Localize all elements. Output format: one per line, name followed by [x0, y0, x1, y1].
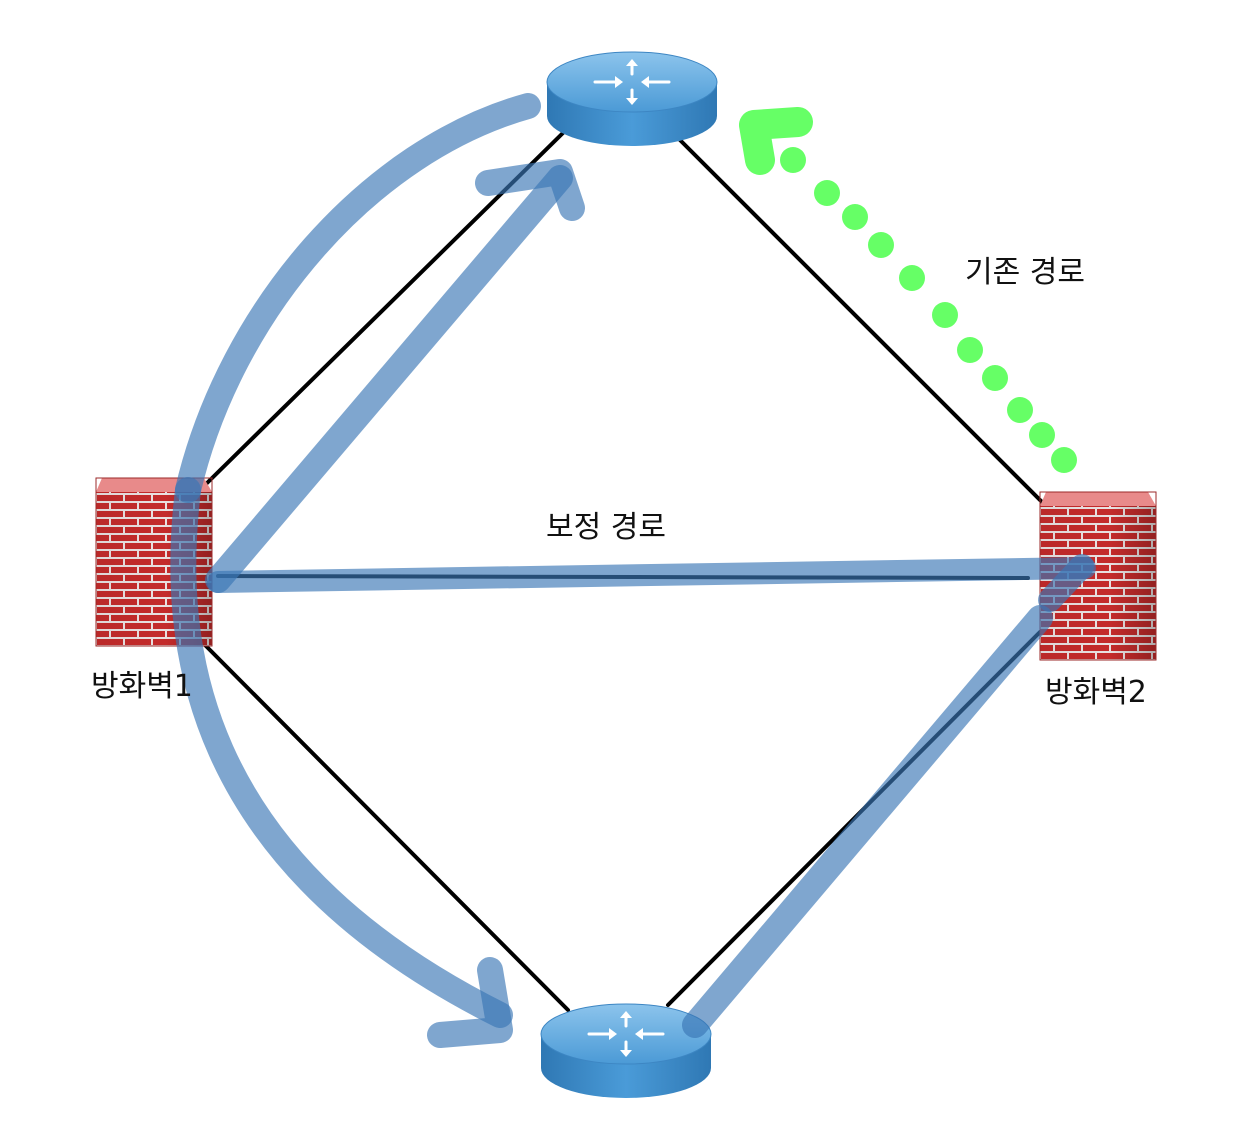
existing-path — [739, 107, 1077, 473]
firewall2-icon — [1039, 491, 1157, 661]
existing-path-dot — [932, 302, 958, 328]
existing-path-dot — [1007, 397, 1033, 423]
corrected-path — [170, 93, 1096, 1048]
existing-path-dot — [814, 180, 840, 206]
existing-path-dot — [780, 147, 806, 173]
existing-path-dot — [957, 337, 983, 363]
corrected-path-arrowhead-right — [1038, 554, 1094, 612]
link-router-top-fw2 — [678, 138, 1047, 507]
corrected-path-arc-upper — [175, 93, 541, 503]
corrected-path-horizontal — [207, 557, 1096, 593]
router-bottom-icon — [540, 1003, 712, 1098]
existing-path-dot — [868, 232, 894, 258]
existing-path-label: 기존 경로 — [965, 255, 1085, 290]
corrected-path-diagonal-up — [205, 165, 573, 593]
existing-path-arrowhead — [739, 107, 813, 175]
existing-path-dot — [1029, 422, 1055, 448]
corrected-path-label: 보정 경로 — [546, 510, 666, 545]
firewall1-label: 방화벽1 — [91, 669, 193, 704]
existing-path-dot — [899, 265, 925, 291]
router-top-icon — [546, 51, 718, 146]
firewall2-label: 방화벽2 — [1045, 675, 1147, 710]
existing-path-dot — [1051, 447, 1077, 473]
corrected-path-diagonal-lower-right — [682, 605, 1053, 1038]
corrected-path-arrowhead-top — [475, 159, 585, 221]
corrected-path-arrowhead-bottom — [427, 957, 513, 1048]
corrected-path-arc-lower — [170, 477, 513, 1028]
link-fw1-router-bottom — [203, 643, 570, 1012]
existing-path-dot — [982, 365, 1008, 391]
existing-path-dot — [842, 204, 868, 230]
